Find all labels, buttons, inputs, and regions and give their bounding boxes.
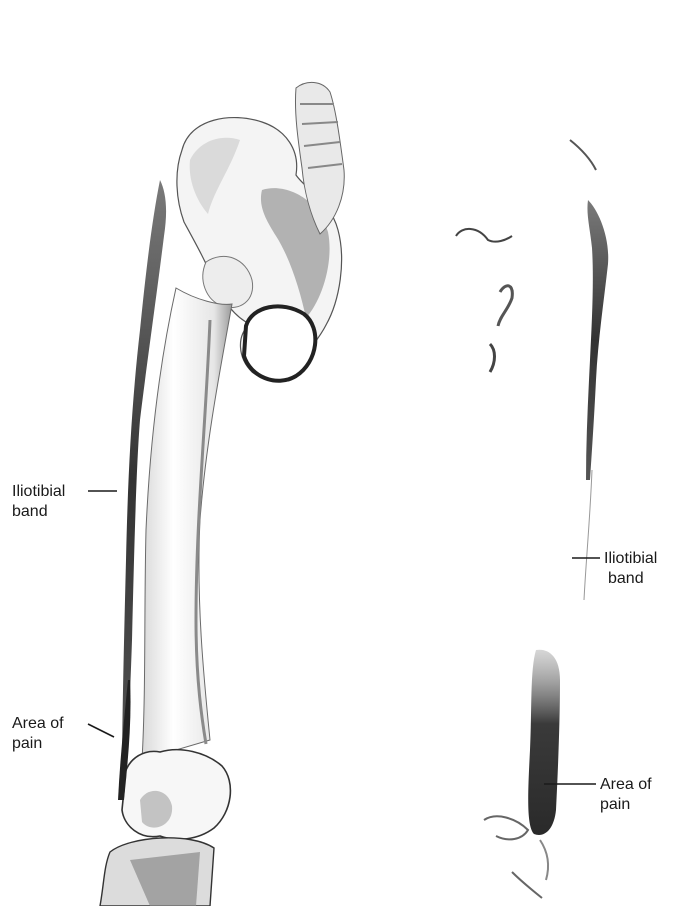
patella-contour bbox=[484, 816, 528, 839]
iliotibial-band-right bbox=[586, 200, 608, 480]
label-line: Iliotibial bbox=[604, 549, 657, 569]
label-line: pain bbox=[12, 734, 64, 754]
label-line: Area of bbox=[600, 775, 652, 795]
greater-trochanter-contour bbox=[490, 344, 495, 372]
knee-condyles bbox=[122, 750, 230, 840]
left-figure bbox=[100, 82, 344, 906]
area-of-pain-right-mark bbox=[528, 650, 560, 835]
leader-left-pain bbox=[88, 724, 114, 737]
label-line: Area of bbox=[12, 714, 64, 734]
label-line: band bbox=[604, 569, 657, 589]
shin-contour bbox=[512, 872, 542, 898]
label-line: band bbox=[12, 502, 65, 522]
hip-joint-contour bbox=[498, 286, 512, 326]
thigh-contour bbox=[584, 470, 592, 600]
label-area-of-pain-right: Area of pain bbox=[600, 775, 652, 815]
femur bbox=[142, 288, 232, 760]
label-line: Iliotibial bbox=[12, 482, 65, 502]
hip-contour bbox=[570, 140, 596, 170]
label-iliotibial-band-right: Iliotibial band bbox=[604, 549, 657, 589]
calf-contour bbox=[540, 840, 548, 880]
label-line: pain bbox=[600, 795, 652, 815]
label-iliotibial-band-left: Iliotibial band bbox=[12, 482, 65, 522]
label-area-of-pain-left: Area of pain bbox=[12, 714, 64, 754]
buttock-contour bbox=[456, 229, 512, 242]
obturator-foramen bbox=[244, 306, 315, 380]
